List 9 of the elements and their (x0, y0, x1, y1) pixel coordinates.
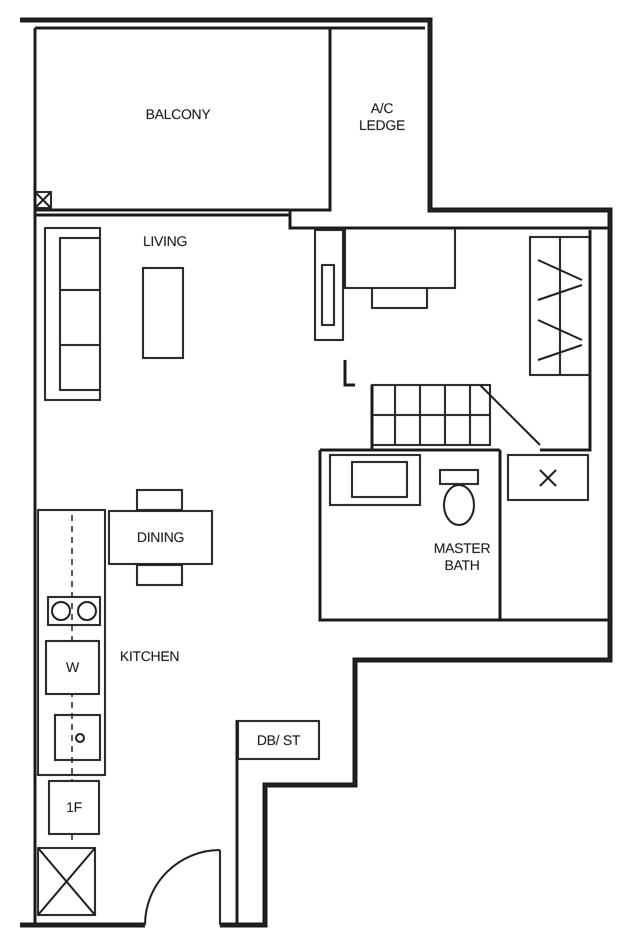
room-label: LIVING (135, 233, 195, 250)
dining-table: DINING (108, 510, 213, 565)
storage-room-label: DB/ ST (237, 720, 320, 760)
fridge: 1F (48, 780, 100, 835)
room-label: BALCONY (138, 106, 218, 123)
room-label: A/C LEDGE (358, 100, 406, 134)
room-label: MASTER BATH (422, 540, 502, 574)
washing-machine: W (45, 640, 100, 695)
room-label: KITCHEN (112, 648, 187, 665)
